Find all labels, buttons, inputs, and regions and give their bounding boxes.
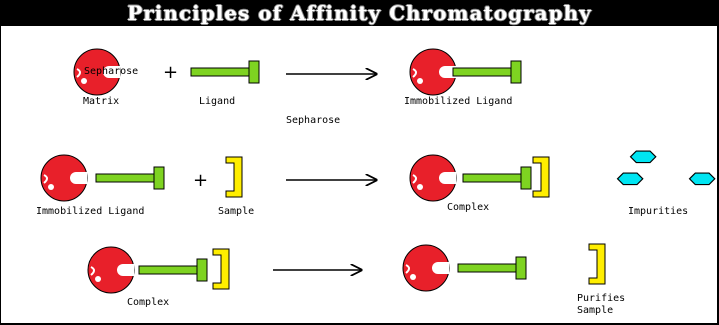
row2-immobilized-ligand: [40, 154, 165, 202]
row1-ligand: [190, 60, 260, 84]
sepharose-caption: Sepharose: [286, 115, 340, 126]
complex-label: Complex: [447, 202, 489, 213]
row1-matrix: Sepharose: [73, 48, 138, 96]
impurity-hexagon-2: [617, 172, 644, 186]
purified-sample-label-line1: Purifies: [577, 293, 625, 304]
ligand-label: Ligand: [199, 96, 235, 107]
title-bar: Principles of Affinity Chromatography: [1, 0, 718, 26]
impurity-hexagon-1: [630, 150, 657, 164]
impurity-hexagon-3: [689, 172, 716, 186]
purified-sample: [588, 243, 606, 285]
purified-sample-label-line2: Sample: [577, 305, 613, 316]
row2-sample: [225, 156, 243, 198]
row1-immobilized-ligand: [409, 48, 522, 96]
immobilized-ligand-label: Immobilized Ligand: [404, 96, 512, 107]
row2-complex: [409, 154, 550, 202]
page-title: Principles of Affinity Chromatography: [127, 1, 592, 25]
row2-immobilized-ligand-label: Immobilized Ligand: [36, 206, 144, 217]
matrix-inner-label: Sepharose: [84, 66, 138, 77]
matrix-label: Matrix: [83, 96, 119, 107]
sample-label: Sample: [218, 206, 254, 217]
impurities: [617, 150, 716, 186]
row3-immobilized-ligand: [402, 244, 527, 292]
row3-complex: [87, 246, 230, 294]
plus-sign: +: [163, 62, 178, 83]
row3-complex-label: Complex: [127, 297, 169, 308]
plus-sign-2: +: [193, 170, 208, 191]
impurities-label: Impurities: [628, 206, 688, 217]
